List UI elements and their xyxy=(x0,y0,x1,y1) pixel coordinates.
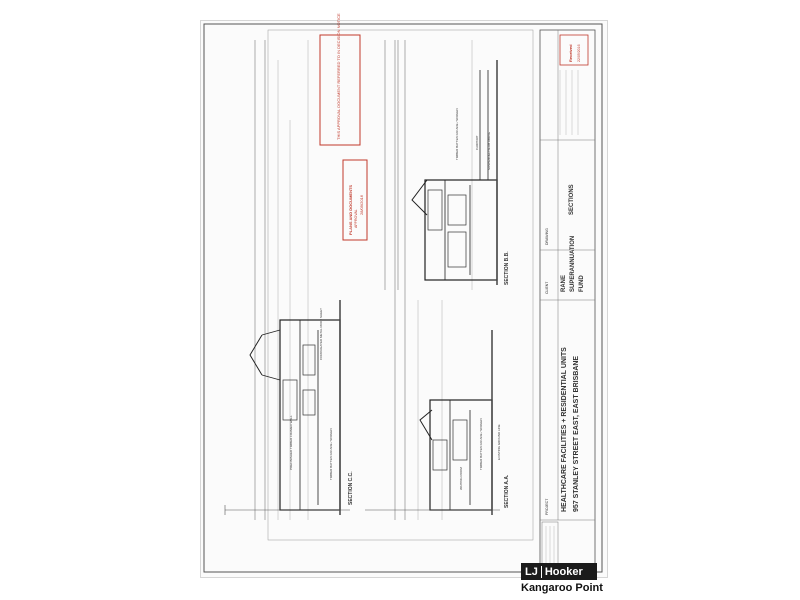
section-aa-label: SECTION A.A. xyxy=(504,474,510,508)
notice-stamp: THIS APPROVAL DOCUMENT REFERRED TO IN DE… xyxy=(319,13,361,146)
svg-text:CORRUGATED METAL ROOF SHEET: CORRUGATED METAL ROOF SHEET xyxy=(319,308,323,360)
svg-text:957 STANLEY STREET EAST, EAST: 957 STANLEY STREET EAST, EAST BRISBANE xyxy=(573,356,580,512)
svg-text:WAITING ROOM: WAITING ROOM xyxy=(459,467,463,490)
svg-text:22/09/2016: 22/09/2016 xyxy=(577,44,581,62)
section-cc-label: SECTION C.C. xyxy=(348,471,354,505)
svg-text:SECTIONS: SECTIONS xyxy=(569,184,575,215)
lj-hooker-logo: LJ Hooker xyxy=(521,563,597,580)
section-bb: TIMBER BATTEN FACADE / SCREEN CARPORT SU… xyxy=(384,40,510,290)
svg-text:SUSPENDED SLAB ABOVE: SUSPENDED SLAB ABOVE xyxy=(487,132,491,170)
svg-text:APPROVAL: APPROVAL xyxy=(354,209,358,228)
svg-text:PREFINISHED TIMBER FRAMED WALL: PREFINISHED TIMBER FRAMED WALL xyxy=(289,415,293,470)
svg-text:FUND: FUND xyxy=(579,275,585,292)
svg-text:CARPORT: CARPORT xyxy=(475,135,479,150)
svg-text:THIS APPROVAL DOCUMENT REFERRE: THIS APPROVAL DOCUMENT REFERRED TO IN DE… xyxy=(336,13,341,140)
svg-text:EXISTING GROUND LINE: EXISTING GROUND LINE xyxy=(497,424,501,460)
section-cc: PREFINISHED TIMBER FRAMED WALL TIMBER BA… xyxy=(224,40,354,520)
svg-text:TIMBER BATTEN FACADE / SCREEN: TIMBER BATTEN FACADE / SCREEN xyxy=(479,418,483,470)
section-bb-label: SECTION B.B. xyxy=(504,251,510,285)
svg-text:TIMBER BATTEN FACADE / SCREEN: TIMBER BATTEN FACADE / SCREEN xyxy=(329,428,333,480)
svg-text:CLIENT: CLIENT xyxy=(545,281,549,294)
svg-text:SUPERANNUATION: SUPERANNUATION xyxy=(570,236,576,292)
approved-stamp: PLANS AND DOCUMENTS APPROVAL 28/09/2016 xyxy=(342,159,368,241)
svg-text:TIMBER BATTEN FACADE / SCREEN: TIMBER BATTEN FACADE / SCREEN xyxy=(455,108,459,160)
svg-text:28/09/2016: 28/09/2016 xyxy=(359,194,364,215)
svg-text:PROJECT: PROJECT xyxy=(545,498,549,515)
svg-text:DRAWING: DRAWING xyxy=(545,228,549,245)
svg-text:RANE: RANE xyxy=(561,275,567,292)
sheet-border xyxy=(203,23,603,573)
svg-text:HEALTHCARE FACILITIES + RESIDE: HEALTHCARE FACILITIES + RESIDENTIAL UNIT… xyxy=(561,347,568,512)
section-aa: WAITING ROOM TIMBER BATTEN FACADE / SCRE… xyxy=(365,40,510,520)
svg-text:PLANS AND DOCUMENTS: PLANS AND DOCUMENTS xyxy=(348,185,353,235)
svg-text:Received: Received xyxy=(568,44,573,62)
drawing-frame xyxy=(267,29,534,541)
title-block: PROJECT HEALTHCARE FACILITIES + RESIDENT… xyxy=(539,29,596,571)
office-caption: Kangaroo Point xyxy=(521,582,603,594)
